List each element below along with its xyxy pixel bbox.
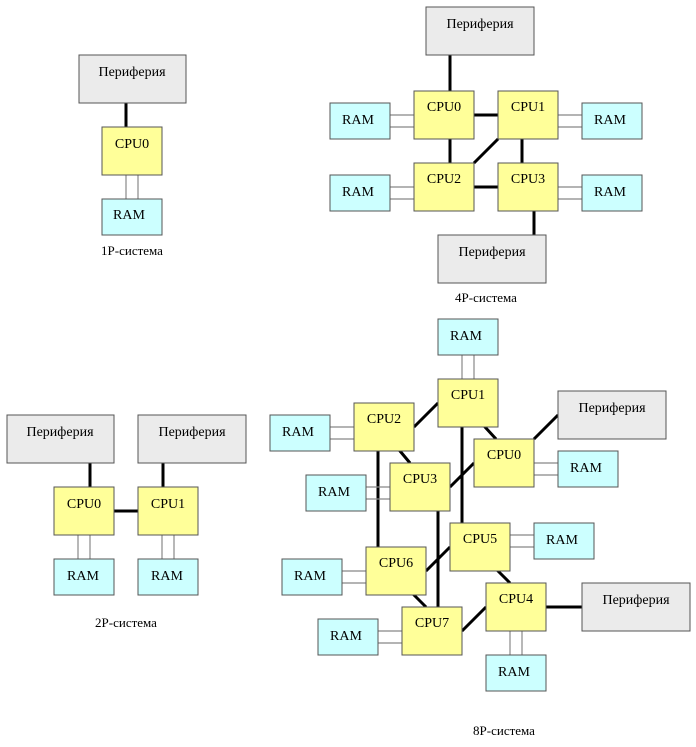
cpu-label: CPU0 [487, 448, 521, 463]
periphery-box: Периферия [137, 414, 247, 464]
cpu-box: CPU0 [473, 438, 535, 488]
cpu-box: CPU0 [53, 486, 115, 536]
system-caption: 4P-система [455, 290, 517, 305]
periphery-box: Периферия [581, 582, 691, 632]
link-8p-cpu6-cpu5 [424, 545, 452, 573]
ram-label: RAM [450, 329, 482, 344]
cpu-box: CPU4 [485, 582, 547, 632]
cpu-box: CPU1 [437, 378, 499, 428]
cpu-label: CPU3 [511, 172, 545, 187]
system-4p: Периферия CPU0 CPU1 CPU2 CPU3 RAM RAM R [329, 6, 643, 305]
ram-label: RAM [294, 569, 326, 584]
ram-box: RAM [485, 654, 547, 692]
cpu-label: CPU3 [403, 472, 437, 487]
cpu-box: CPU7 [401, 606, 463, 656]
periphery-box: Периферия [557, 390, 667, 440]
periphery-label: Периферия [26, 425, 94, 440]
cpu-box: CPU6 [365, 546, 427, 596]
periphery-box: Периферия [78, 54, 187, 104]
periphery-box: Периферия [437, 234, 547, 284]
ram-label: RAM [330, 629, 362, 644]
link-8p-cpu2-cpu1 [412, 401, 440, 429]
ram-label: RAM [594, 113, 626, 128]
ram-label: RAM [498, 665, 530, 680]
ram-box: RAM [305, 474, 367, 512]
cpu-label: CPU5 [463, 532, 497, 547]
link-8p-cpu0-periphery [532, 413, 560, 441]
ram-links-layer [77, 114, 582, 655]
ram-box: RAM [329, 102, 391, 140]
cpu-box: CPU1 [497, 90, 559, 140]
periphery-label: Периферия [458, 245, 526, 260]
ram-box: RAM [329, 174, 391, 212]
ram-box: RAM [101, 198, 163, 236]
periphery-box: Периферия [425, 6, 535, 56]
ram-box: RAM [137, 558, 199, 596]
cpu-box: CPU0 [101, 126, 163, 176]
link-4p-cpu1-cpu2 [472, 137, 500, 165]
system-caption: 1P-система [101, 243, 163, 258]
periphery-box: Периферия [6, 414, 115, 464]
system-caption: 8P-система [473, 723, 535, 738]
periphery-label: Периферия [578, 401, 646, 416]
ram-box: RAM [533, 522, 595, 560]
cpu-label: CPU4 [499, 592, 533, 607]
ram-box: RAM [281, 558, 343, 596]
ram-label: RAM [570, 461, 602, 476]
periphery-label: Периферия [602, 593, 670, 608]
cpu-label: CPU6 [379, 556, 413, 571]
cpu-label: CPU1 [511, 100, 545, 115]
ram-label: RAM [113, 208, 145, 223]
system-8p: RAM CPU1 CPU2 RAM Периферия CPU0 RAM CP [269, 318, 691, 738]
cpu-label: CPU1 [151, 497, 185, 512]
cpu-box: CPU1 [137, 486, 199, 536]
periphery-label: Периферия [98, 65, 166, 80]
cpu-label: CPU2 [427, 172, 461, 187]
cpu-label: CPU2 [367, 412, 401, 427]
ram-label: RAM [546, 533, 578, 548]
periphery-label: Периферия [446, 17, 514, 32]
ram-box: RAM [581, 102, 643, 140]
cpu-box: CPU0 [413, 90, 475, 140]
ram-label: RAM [67, 569, 99, 584]
ram-box: RAM [437, 318, 499, 356]
system-1p: Периферия CPU0 RAM 1P-система [78, 54, 187, 258]
link-8p-cpu7-cpu4 [460, 605, 488, 633]
link-8p-cpu0-cpu7 [448, 461, 476, 489]
cpu-label: CPU0 [115, 137, 149, 152]
cpu-label: CPU1 [451, 388, 485, 403]
system-2p: Периферия Периферия CPU0 CPU1 RAM RAM 2P… [6, 414, 247, 630]
ram-label: RAM [342, 185, 374, 200]
cpu-box: CPU5 [449, 522, 511, 572]
ram-box: RAM [581, 174, 643, 212]
cpu-label: CPU0 [427, 100, 461, 115]
cpu-box: CPU3 [497, 162, 559, 212]
periphery-label: Периферия [158, 425, 226, 440]
ram-box: RAM [317, 618, 379, 656]
cpu-box: CPU2 [353, 402, 415, 452]
ram-label: RAM [342, 113, 374, 128]
ram-label: RAM [282, 425, 314, 440]
system-caption: 2P-система [95, 615, 157, 630]
ram-label: RAM [151, 569, 183, 584]
cpu-box: CPU2 [413, 162, 475, 212]
cpu-box: CPU3 [389, 462, 451, 512]
cpu-label: CPU7 [415, 616, 449, 631]
ram-label: RAM [594, 185, 626, 200]
ram-box: RAM [53, 558, 115, 596]
ram-label: RAM [318, 485, 350, 500]
ram-box: RAM [269, 414, 331, 452]
ram-box: RAM [557, 450, 619, 488]
cpu-label: CPU0 [67, 497, 101, 512]
